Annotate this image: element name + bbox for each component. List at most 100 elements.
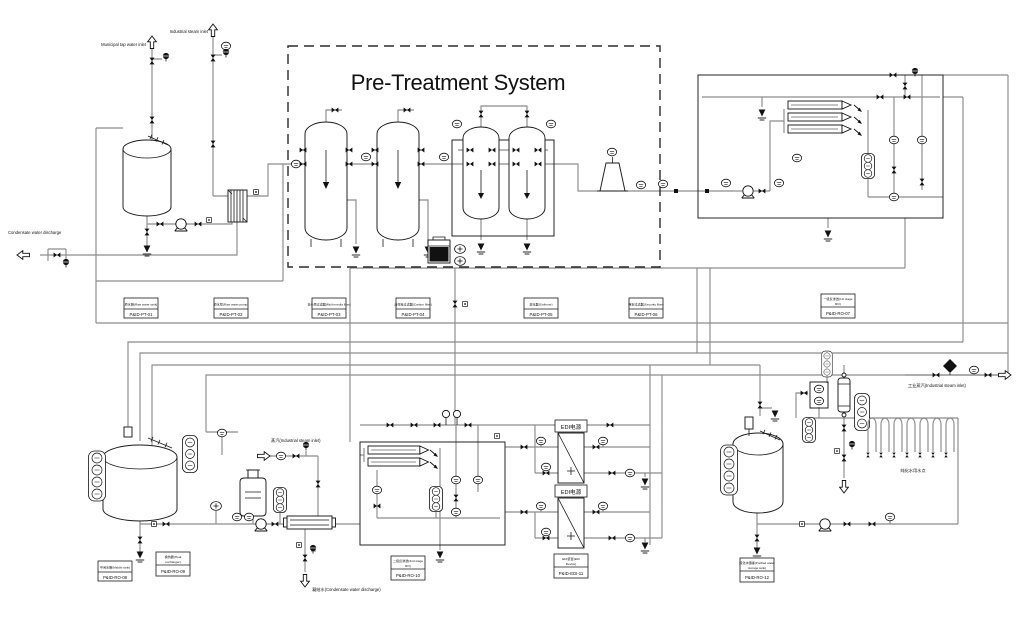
line-fitting xyxy=(705,189,709,193)
check-valve-icon xyxy=(843,521,851,527)
valve-icon xyxy=(292,453,300,459)
pump-diamond-icon xyxy=(943,359,957,373)
edi-section: EDI电源 EDI电源 xyxy=(520,419,650,554)
drain-arrow-icon xyxy=(435,551,445,563)
pretreatment-title: Pre-Treatment System xyxy=(351,70,565,95)
instrument-icon xyxy=(598,501,608,511)
instrument-icon xyxy=(889,192,899,202)
drawing-tag-pt05: 软化器(Softener)P&ID-PT-05 xyxy=(523,297,559,319)
sample-port-icon xyxy=(462,301,468,307)
uv-sterilizer xyxy=(837,372,851,418)
gauge-icon xyxy=(309,544,317,554)
shell-tube-heat-exchanger xyxy=(283,515,336,530)
instrument-icon xyxy=(231,512,243,522)
svg-text:storage tank): storage tank) xyxy=(748,566,766,570)
instrument-icon xyxy=(774,178,784,188)
valve-icon xyxy=(316,481,321,488)
svg-text:Device): Device) xyxy=(566,562,577,566)
drawing-tag-pt02: 原水泵(Raw water pump)P&ID-PT-02 xyxy=(213,297,249,319)
instrument-icon xyxy=(625,533,635,543)
instrument-icon xyxy=(636,180,646,190)
ro-membrane-icon xyxy=(367,445,429,455)
points-of-use: 纯化水用水点 xyxy=(866,417,955,474)
pretreatment-system: Pre-Treatment System xyxy=(287,45,709,268)
outlet-arrow-icon xyxy=(998,370,1012,380)
sample-drain-cluster xyxy=(834,440,856,494)
check-valve-icon xyxy=(271,521,279,527)
instrument-icon xyxy=(275,451,287,461)
municipal-inlet-label: Municipal tap water inlet xyxy=(101,42,147,47)
edi-module-2: EDI电源 xyxy=(520,484,650,554)
edi-module-1: EDI电源 xyxy=(520,419,650,490)
valve-icon xyxy=(410,422,418,428)
instrument-stack-icon xyxy=(182,435,198,473)
instrument-icon xyxy=(792,153,802,163)
instrument-icon xyxy=(541,462,551,472)
first-stage-ro xyxy=(697,67,944,242)
points-of-use-label: 纯化水用水点 xyxy=(900,467,925,474)
valve-icon xyxy=(520,444,528,450)
instrument-icon xyxy=(541,527,551,537)
svg-text:一级反渗透(1st stage: 一级反渗透(1st stage xyxy=(823,296,852,301)
instrument-icon xyxy=(290,159,302,169)
instrument-stack-icon xyxy=(720,444,738,496)
gauge-icon xyxy=(848,440,856,450)
outlet-arrow-icon xyxy=(16,250,30,260)
raw-water-inlet: Municipal tap water inlet xyxy=(101,35,170,123)
valve-icon xyxy=(984,372,992,378)
valve-icon xyxy=(892,167,897,174)
instrument-icon xyxy=(889,135,899,145)
gauge-icon xyxy=(302,441,310,451)
sample-port-icon xyxy=(799,521,805,527)
distribution-pump-icon xyxy=(818,518,832,532)
valve-icon xyxy=(842,455,847,462)
valve-icon xyxy=(606,422,614,428)
steam-inlet-right-label: 工业蒸汽(Industrial steam inlet) xyxy=(908,382,967,389)
valve-icon xyxy=(755,535,760,542)
valve-icon xyxy=(194,221,202,227)
cartridge-filter-icon xyxy=(861,153,875,179)
sample-port-icon xyxy=(296,542,302,548)
instrument-icon xyxy=(450,475,462,485)
svg-text:P&ID-RO-12: P&ID-RO-12 xyxy=(745,575,770,580)
cartridge-filter-icon xyxy=(802,417,816,443)
svg-text:P&ID-RO-10: P&ID-RO-10 xyxy=(396,573,421,578)
svg-text:EDI装置(EDI: EDI装置(EDI xyxy=(562,556,580,561)
svg-text:exchanger): exchanger) xyxy=(165,560,180,564)
svg-text:P&ID-PT-02: P&ID-PT-02 xyxy=(220,312,244,317)
drain-arrow-icon xyxy=(135,551,145,563)
instrument-icon xyxy=(536,501,546,511)
valve-icon xyxy=(386,422,394,428)
svg-text:P&ID-PT-01: P&ID-PT-01 xyxy=(130,312,154,317)
valve-icon xyxy=(903,83,908,90)
edi-power-label: EDI电源 xyxy=(561,488,582,496)
second-stage-ro xyxy=(359,409,506,563)
drawing-tag-pt04: 活性炭过滤器(Carbon filter)P&ID-PT-04 xyxy=(394,297,432,319)
drain-arrow-icon xyxy=(351,246,361,258)
svg-text:P&ID-RO-09: P&ID-RO-09 xyxy=(161,569,186,574)
instrument-icon xyxy=(360,152,372,162)
carbon-filter xyxy=(371,107,433,258)
ro-membrane-icon xyxy=(787,124,852,134)
drawing-tags-top: 原水箱(Raw water tank)P&ID-PT-01 原水泵(Raw wa… xyxy=(123,293,856,319)
valve-icon xyxy=(592,444,600,450)
valve-icon xyxy=(53,252,61,258)
drain-arrow-icon xyxy=(640,478,650,490)
valve-icon xyxy=(868,521,876,527)
gauge-icon xyxy=(62,258,70,268)
steam-inlet-right: 工业蒸汽(Industrial steam inlet) xyxy=(908,359,1012,389)
valve-icon xyxy=(454,495,459,502)
middle-tank-section: 蒸汽(Industrial steam inlet) 凝结水(Condensat… xyxy=(88,426,381,593)
valve-icon xyxy=(156,221,164,227)
condensate-label: Condensate water discharge xyxy=(8,230,62,235)
steam-inlet-mid-label: 蒸汽(Industrial steam inlet) xyxy=(271,437,321,444)
instrument-icon xyxy=(917,135,927,145)
svg-text:活性炭过滤器(Carbon filter): 活性炭过滤器(Carbon filter) xyxy=(394,302,431,307)
valve-icon xyxy=(608,535,616,541)
instrument-stack-icon xyxy=(854,393,870,431)
cartridge-filter-icon xyxy=(429,486,443,512)
drain-arrow-icon xyxy=(142,245,152,257)
